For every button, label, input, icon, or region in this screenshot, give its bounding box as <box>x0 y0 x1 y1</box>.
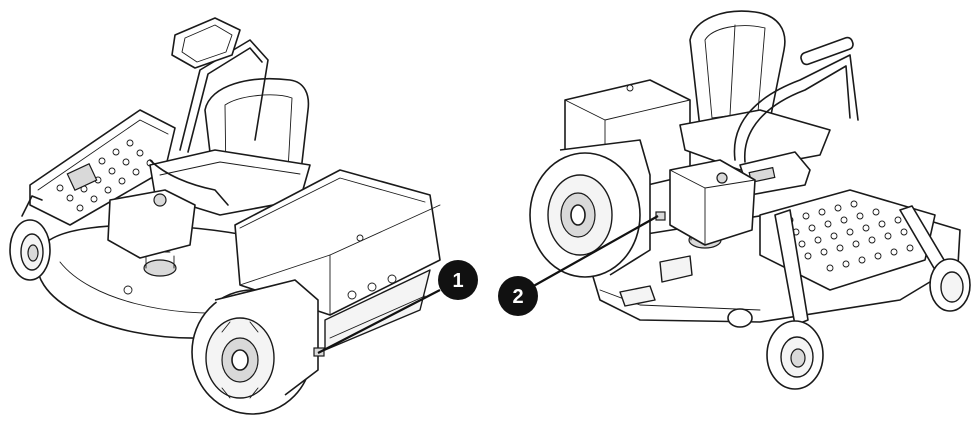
left-lap-bar <box>149 159 229 206</box>
left-rear-plate <box>324 269 431 351</box>
callout-1-leader <box>317 289 441 354</box>
mower-rear-view <box>9 17 441 415</box>
right-footplate-holes <box>786 200 914 272</box>
callout-2: 2 <box>498 215 659 316</box>
right-front-caster <box>766 320 824 390</box>
left-spindle <box>143 259 177 277</box>
left-small-caster <box>9 195 51 281</box>
callout-1-badge <box>438 260 478 300</box>
callout-1-number: 1 <box>452 270 463 292</box>
right-drive-wheel <box>529 139 651 278</box>
right-deck-roller <box>727 308 753 328</box>
mower-front-view <box>529 10 971 390</box>
callout-1: 1 <box>317 260 478 354</box>
callout-2-badge <box>498 276 538 316</box>
left-display-screen <box>171 17 241 69</box>
right-caster-arm-left <box>774 209 809 326</box>
callout-2-number: 2 <box>512 286 523 308</box>
left-fuel-box <box>107 189 196 259</box>
right-edge-caster <box>929 258 971 312</box>
left-grille <box>66 162 98 192</box>
left-drive-wheel <box>191 279 319 415</box>
right-rops-bar <box>733 54 859 161</box>
callout-2-leader <box>529 215 659 289</box>
right-fuel-box <box>669 159 756 246</box>
right-seat-back <box>689 10 786 129</box>
left-rops-bar <box>179 39 269 151</box>
